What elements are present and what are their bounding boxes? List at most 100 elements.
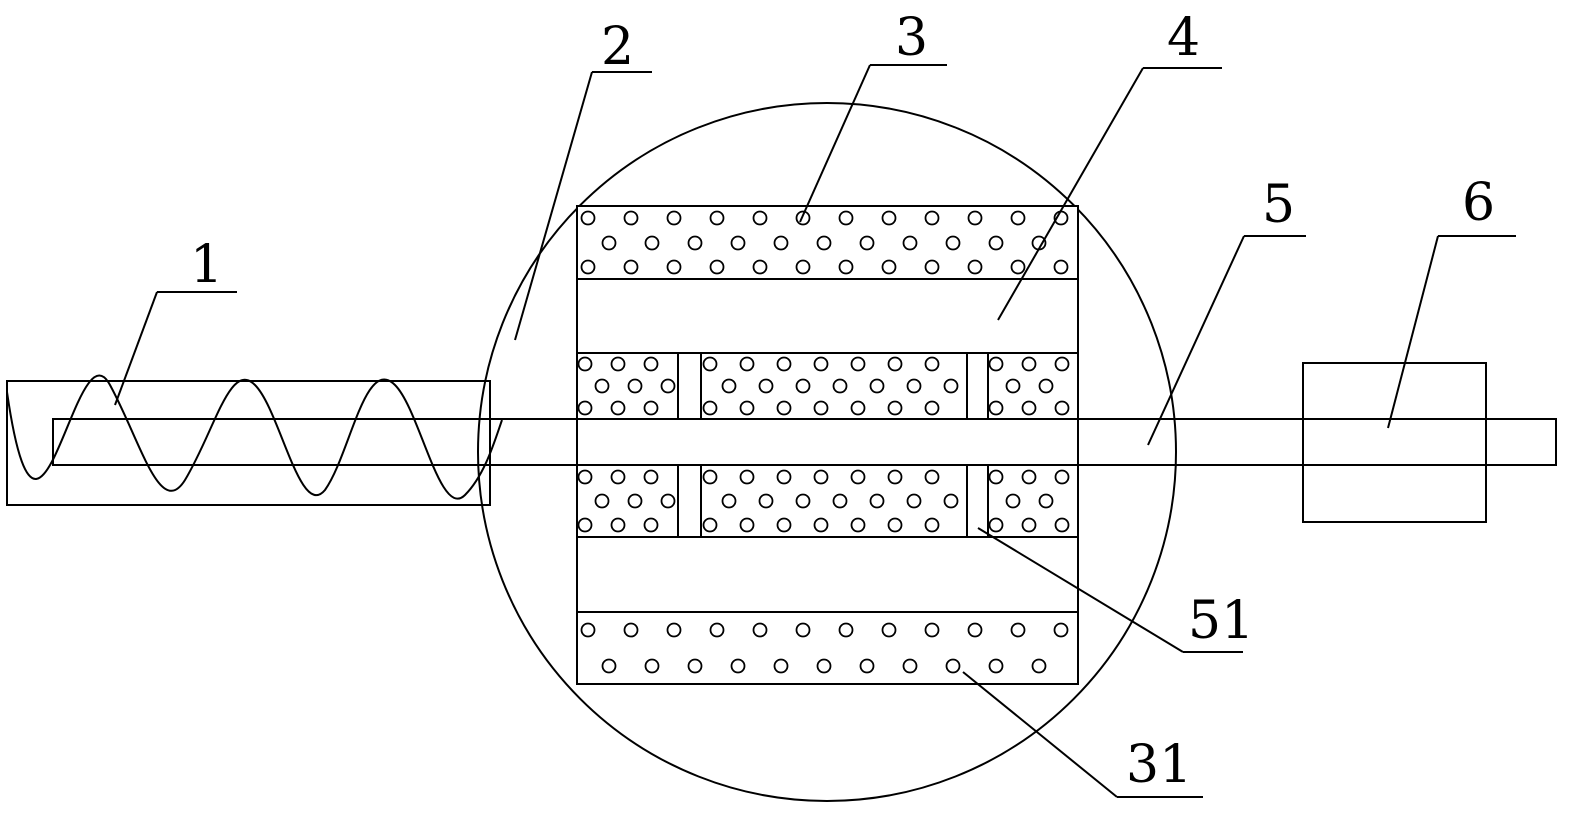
filter-pore [730,658,746,674]
filter-pore [739,469,755,485]
filter-pore [816,658,832,674]
filter-pore [795,378,811,394]
filter-pore [967,622,983,638]
housing-circle [477,102,1177,802]
filter-pore [577,517,593,533]
filter-pore [859,235,875,251]
filter-pore [813,517,829,533]
filter-pore [1021,469,1037,485]
filter-pore [1038,378,1054,394]
filter-pore [795,622,811,638]
filter-pore [813,469,829,485]
filter-pore [924,259,940,275]
filter-pore [577,400,593,416]
filter-pore [924,469,940,485]
filter-pore [924,356,940,372]
filter-pore [816,235,832,251]
filter-pore [887,517,903,533]
filter-pore [1038,493,1054,509]
filter-pore [945,235,961,251]
filter-pore [945,658,961,674]
filter-pore [758,493,774,509]
filter-pore [988,356,1004,372]
drive-motor-box [1302,362,1487,523]
label-shaft: 5 [1262,175,1295,235]
shaft-rod [52,418,1557,466]
filter-pore [721,378,737,394]
filter-pore [1054,400,1070,416]
filter-pore [988,517,1004,533]
filter-pore [758,378,774,394]
filter-pore [1021,400,1037,416]
filter-pore [906,493,922,509]
filter-assembly [576,205,1079,685]
filter-pore [859,658,875,674]
filter-pore [902,235,918,251]
leader-line-51 [977,527,1184,653]
filter-pore [610,517,626,533]
filter-pore [594,493,610,509]
filter-pore [752,210,768,226]
screw-helix [6,374,503,500]
filter-pore [967,210,983,226]
label-chamber: 4 [1167,8,1200,68]
filter-pore [881,259,897,275]
filter-pore [850,400,866,416]
filter-pore [580,622,596,638]
filter-pore [887,469,903,485]
filter-pore [610,356,626,372]
filter-pore [644,658,660,674]
filter-pore [752,259,768,275]
leader-line-4 [997,67,1144,321]
filter-pore [988,469,1004,485]
filter-pore [644,235,660,251]
filter-pore [1054,356,1070,372]
filter-pore [795,493,811,509]
filter-pore [1031,658,1047,674]
filter-pore [832,493,848,509]
filter-pore [902,658,918,674]
filter-pore [577,356,593,372]
filter-pore [610,400,626,416]
filter-pore [1053,622,1069,638]
filter-pore [643,356,659,372]
filter-pore [773,235,789,251]
filter-pore [924,517,940,533]
filter-pore [869,378,885,394]
label-drive-motor: 6 [1462,173,1495,233]
filter-pore [869,493,885,509]
filter-pore [660,378,676,394]
filter-pore [730,235,746,251]
label-housing: 2 [601,17,634,77]
filter-pore [988,658,1004,674]
filter-pore [709,259,725,275]
filter-pore [776,356,792,372]
label-filter-pore: 31 [1126,735,1192,795]
label-screw-conveyor: 1 [190,235,223,295]
filter-pore [643,469,659,485]
filter-pore [739,517,755,533]
filter-pore [838,259,854,275]
filter-pore [795,259,811,275]
filter-pore [687,658,703,674]
leader-line-6 [1387,235,1439,429]
filter-pore [776,400,792,416]
label-inner-filter-segment: 51 [1188,591,1254,651]
leader-line-1 [114,291,158,406]
filter-pore [601,235,617,251]
filter-pore [721,493,737,509]
filter-pore [1010,622,1026,638]
filter-pore [687,235,703,251]
filter-pore [702,356,718,372]
filter-pore [1005,493,1021,509]
filter-pore [887,400,903,416]
filter-pore [709,622,725,638]
filter-pore [623,210,639,226]
filter-pore [577,469,593,485]
filter-pore [643,517,659,533]
filter-pore [702,517,718,533]
filter-pore [709,210,725,226]
filter-pore [1010,259,1026,275]
filter-pore [832,378,848,394]
filter-pore [627,378,643,394]
